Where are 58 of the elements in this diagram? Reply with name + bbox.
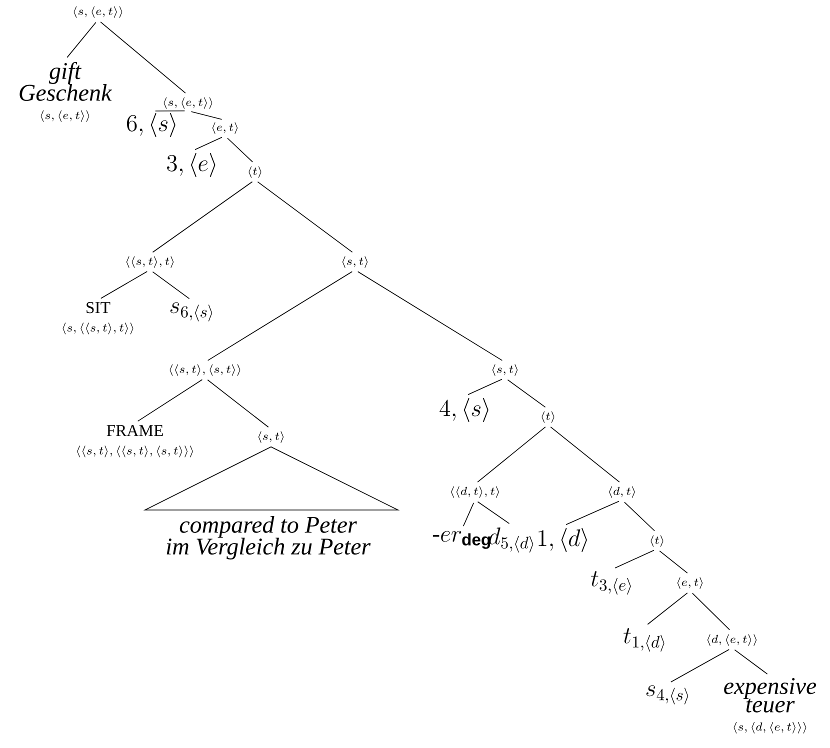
type-label: $\langle s,t\rangle$ (492, 364, 518, 376)
trace-label: $s_{6,\langle s\rangle}$ (170, 302, 212, 322)
branch-line (468, 378, 502, 396)
word-label: gift Geschenk $\langle s,\langle e,t\rangle\rangle$ (20, 62, 112, 122)
trace-label: $s_{4,\langle s\rangle}$ (646, 685, 688, 704)
branch-line (154, 110, 186, 112)
branch-line (462, 502, 474, 527)
trace-label: $t_{1,\langle d\rangle}$ (624, 628, 664, 652)
trace-label: $d_{5,\langle d\rangle}$ (489, 528, 534, 553)
type-label: $\langle t\rangle$ (542, 411, 554, 423)
branch-line (257, 181, 353, 253)
type-label: $\langle s,t\rangle$ (258, 431, 284, 443)
type-label: $\langle e,t\rangle$ (677, 577, 703, 589)
branch-line (566, 500, 620, 526)
type-label: $\langle s,t\rangle$ (342, 256, 368, 268)
type-label: $\langle t\rangle$ (650, 535, 664, 547)
branch-line (194, 136, 222, 150)
branch-line (477, 501, 510, 524)
index-label: $4,\langle s\rangle$ (440, 398, 488, 422)
word-label: SIT $\langle s,\langle\langle s,t\rangle,t\rangle\rangle$ (62, 302, 134, 334)
branch-line (357, 271, 503, 361)
trace-label: $t_{3,\langle e\rangle}$ (591, 571, 631, 595)
branch-line (647, 592, 688, 625)
branch-line (227, 138, 253, 162)
type-label: $\langle t\rangle$ (248, 166, 262, 178)
index-label: $6,\langle s\rangle$ (127, 113, 176, 137)
type-label: $\langle s,\langle e,t\rangle\rangle$ (74, 6, 122, 18)
type-label: $\langle\langle s,t\rangle,t\rangle$ (126, 256, 174, 268)
branch-line (659, 550, 688, 574)
branch-line (624, 502, 656, 532)
word-label: expensive teuer $\langle s,\langle d,\langle e,t\rangle\rangle\rangle$ (724, 678, 816, 734)
type-label: $\langle\langle d,t\rangle,t\rangle$ (451, 486, 499, 498)
branch-line (152, 181, 253, 253)
branch-line (100, 271, 148, 299)
index-label: $3,\langle e\rangle$ (167, 153, 216, 177)
word-label: $\mbox{-}er_{\textsf{\textbf{deg}}}$ (432, 530, 490, 549)
phrase-label: compared to Peter im Vergleich zu Peter (166, 516, 371, 560)
branch-line (207, 271, 353, 361)
type-label: $\langle d,t\rangle$ (609, 486, 635, 498)
branch-line (614, 550, 654, 568)
branch-line (670, 649, 730, 682)
type-label: $\langle s,\langle e,t\rangle\rangle$ (164, 97, 212, 109)
type-label: $\langle e,t\rangle$ (212, 122, 238, 134)
branch-line (734, 649, 768, 674)
branch-line (507, 379, 546, 408)
type-label: $\langle\langle s,t\rangle,\langle s,t\rangle\rangle$ (170, 364, 240, 376)
branch-line (692, 592, 730, 630)
branch-line (207, 379, 269, 428)
branch-line (66, 22, 96, 58)
word-label: FRAME $\langle\langle s,t\rangle,\langle\langle s,t\rangle,\langle s,t\rangle\rangle\rangle$ (77, 425, 193, 458)
branch-line (190, 111, 222, 120)
branch-line (477, 426, 546, 482)
branch-line (550, 426, 620, 482)
index-label: $1,\langle d\rangle$ (538, 528, 587, 552)
branch-line (137, 379, 203, 422)
branch-line (100, 22, 186, 94)
type-label: $\langle d,\langle e,t\rangle\rangle$ (707, 634, 757, 646)
branch-line (152, 271, 190, 300)
